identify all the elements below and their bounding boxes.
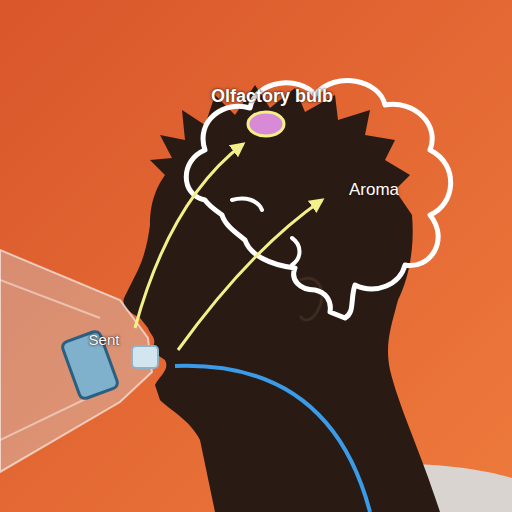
scent-label: Sent — [89, 332, 120, 349]
scent-arrow — [135, 144, 243, 328]
olfactory-bulb-blob — [248, 112, 284, 136]
ear — [300, 278, 322, 320]
brain-outline — [186, 81, 450, 318]
structure-label: Olfactory bulb — [211, 87, 333, 107]
swallow-line — [175, 366, 370, 512]
aroma-label: Aroma — [349, 181, 399, 200]
aroma-arrow — [178, 200, 322, 350]
head-silhouette — [123, 85, 440, 512]
brain-fold — [232, 198, 300, 265]
water-bottle — [0, 250, 158, 472]
